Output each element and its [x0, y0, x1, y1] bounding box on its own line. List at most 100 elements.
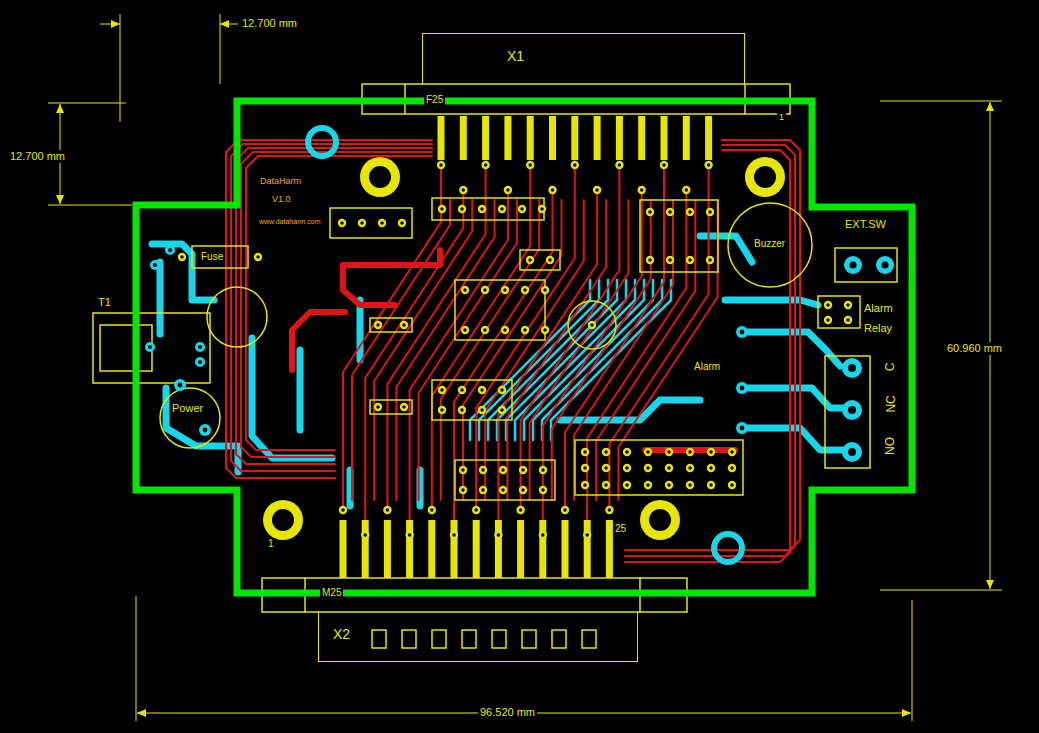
pad: [824, 316, 832, 324]
pad: [437, 161, 445, 169]
pad-hole: [740, 386, 745, 391]
pad-hole: [203, 428, 208, 433]
pad-hole: [402, 323, 405, 326]
connector-name: X1: [507, 48, 524, 64]
connector-finger: [438, 116, 445, 160]
top-bus-trace: [396, 200, 494, 500]
pad: [593, 186, 601, 194]
top-bus-trace: [365, 190, 463, 535]
pad: [706, 256, 714, 264]
pad-hole: [543, 288, 546, 291]
power-trace: [343, 250, 440, 265]
pad: [546, 256, 554, 264]
pad-hole: [439, 163, 442, 166]
connector-finger: [562, 520, 569, 578]
pad-hole: [503, 328, 506, 331]
connector-shell: X2: [318, 611, 638, 662]
copper-pad: [195, 357, 205, 367]
pad-hole: [500, 388, 503, 391]
pad-hole: [608, 508, 611, 511]
pad: [478, 406, 486, 414]
pad-hole: [646, 483, 649, 486]
connector-name: X2: [333, 626, 350, 642]
copper-pad: [174, 379, 186, 391]
pad-hole: [708, 258, 711, 261]
pad-hole: [881, 261, 888, 268]
header-outline: [575, 440, 743, 495]
pad: [539, 466, 547, 474]
pcb-label: Alarm: [862, 302, 895, 315]
pad: [644, 464, 652, 472]
pad-hole: [484, 163, 487, 166]
bottom-trace: [742, 388, 845, 408]
pad-hole: [400, 221, 403, 224]
top-bus-trace: [485, 200, 584, 500]
pad: [521, 326, 529, 334]
terminal-block-outline: [825, 356, 870, 468]
buzzer-outline: [728, 203, 812, 287]
pad: [707, 464, 715, 472]
pad-hole: [604, 483, 607, 486]
pad-hole: [198, 360, 202, 364]
extension-line: [912, 600, 913, 721]
pad-hole: [483, 328, 486, 331]
pad-hole: [506, 188, 509, 191]
pad-hole: [667, 450, 670, 453]
pad-hole: [528, 258, 531, 261]
copper-pad: [842, 442, 862, 462]
pad-hole: [826, 303, 829, 306]
pcb-label: 60.960 mm: [945, 342, 1004, 355]
pad: [450, 531, 458, 539]
pad: [478, 205, 486, 213]
pad-hole: [688, 483, 691, 486]
pad: [728, 464, 736, 472]
power-trace: [292, 312, 345, 370]
pad: [501, 326, 509, 334]
pad-hole: [648, 210, 651, 213]
copper-pad: [195, 342, 205, 352]
pad: [581, 464, 589, 472]
pad-hole: [440, 207, 443, 210]
connector-finger: [460, 116, 467, 160]
pad-hole: [740, 426, 745, 431]
pcb-label: F25: [424, 94, 445, 106]
pcb-label: www.dataharm.com: [257, 218, 322, 226]
pad-hole: [440, 408, 443, 411]
top-bus-trace: [574, 200, 673, 500]
pad: [644, 481, 652, 489]
arrowhead: [220, 20, 229, 28]
pcb-label: NC: [884, 393, 898, 414]
pad: [461, 286, 469, 294]
extension-line: [48, 205, 132, 206]
bottom-trace: [725, 300, 818, 305]
top-bus-trace: [419, 200, 517, 500]
pcb-label: 1: [266, 538, 276, 550]
pad: [438, 406, 446, 414]
top-bus-trace: [454, 190, 553, 535]
pad-hole: [604, 466, 607, 469]
pad-hole: [595, 188, 598, 191]
top-trace: [625, 140, 800, 550]
pad: [602, 481, 610, 489]
pcb-label: Fuse: [199, 251, 225, 263]
pad-hole: [685, 188, 688, 191]
copper-pad: [842, 358, 862, 378]
pad-hole: [460, 408, 463, 411]
pcb-label: M25: [320, 587, 343, 599]
connector-finger: [616, 116, 623, 160]
mounting-hole-drill: [369, 166, 391, 188]
board-artwork: [93, 84, 897, 648]
top-bus-trace: [507, 200, 606, 500]
terminal-block-outline: [835, 248, 897, 282]
component-outline: [432, 198, 544, 220]
pad-hole: [709, 450, 712, 453]
pad-hole: [586, 533, 589, 536]
pad-hole: [501, 468, 504, 471]
fiducial-ring: [308, 128, 336, 156]
copper-pad: [736, 326, 748, 338]
pcb-label: 12.700 mm: [8, 150, 67, 163]
pad: [358, 219, 366, 227]
pad: [660, 161, 668, 169]
bottom-trace: [166, 388, 238, 472]
copper-pad: [844, 256, 862, 274]
